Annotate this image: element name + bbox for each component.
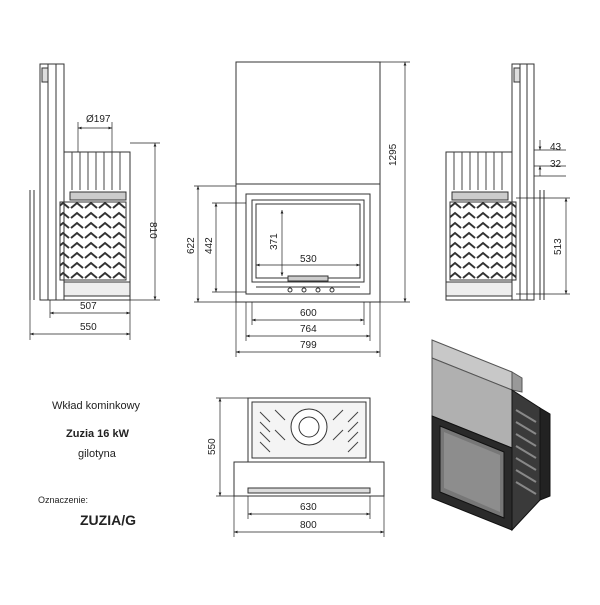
firebox-chevron-right xyxy=(449,201,517,281)
frame-height-label: 622 xyxy=(186,237,197,254)
side-view-left xyxy=(29,63,131,301)
product-title: Wkład kominkowy xyxy=(52,400,141,412)
side-left-dimensions: Ø197 810 507 550 xyxy=(29,114,160,340)
side-left-depth-total-label: 550 xyxy=(80,322,97,333)
front-dimensions: 1295 622 442 371 530 600 764 799 xyxy=(186,61,410,357)
side-view-right xyxy=(445,63,545,301)
marking-caption: Oznaczenie: xyxy=(38,495,89,505)
door-handle xyxy=(287,275,329,282)
offset-second-label: 32 xyxy=(550,159,562,170)
glass-width-label: 530 xyxy=(300,254,317,265)
offset-top-label: 43 xyxy=(550,142,562,153)
product-variant: gilotyna xyxy=(78,448,116,460)
flue-diameter-label: Ø197 xyxy=(86,114,111,125)
door-outline xyxy=(245,193,371,295)
top-inner-width-label: 630 xyxy=(300,502,317,513)
top-dimensions: 550 630 800 xyxy=(207,397,385,537)
marking-code: ZUZIA/G xyxy=(80,512,136,528)
door-width-label: 600 xyxy=(300,308,317,319)
side-left-height-label: 810 xyxy=(147,222,158,239)
side-right-height-label: 513 xyxy=(553,238,564,255)
firebox-chevron-left xyxy=(59,201,127,281)
top-total-width-label: 800 xyxy=(300,520,317,531)
top-view xyxy=(233,397,385,497)
frame-width-label: 764 xyxy=(300,324,317,335)
side-left-depth-inner-label: 507 xyxy=(80,301,97,312)
front-frame xyxy=(235,183,381,303)
total-height-label: 1295 xyxy=(388,143,399,166)
glass-panel xyxy=(251,199,365,283)
side-right-dimensions: 43 32 513 xyxy=(516,140,570,295)
glass-height-label: 371 xyxy=(269,233,280,250)
front-view xyxy=(235,61,381,303)
top-depth-label: 550 xyxy=(207,438,218,455)
total-width-label: 799 xyxy=(300,340,317,351)
door-height-label: 442 xyxy=(204,237,215,254)
front-hood xyxy=(235,61,381,185)
product-model: Zuzia 16 kW xyxy=(66,428,129,440)
flue-outlet-circle xyxy=(290,408,328,446)
fireplace-3d-render xyxy=(431,339,551,532)
